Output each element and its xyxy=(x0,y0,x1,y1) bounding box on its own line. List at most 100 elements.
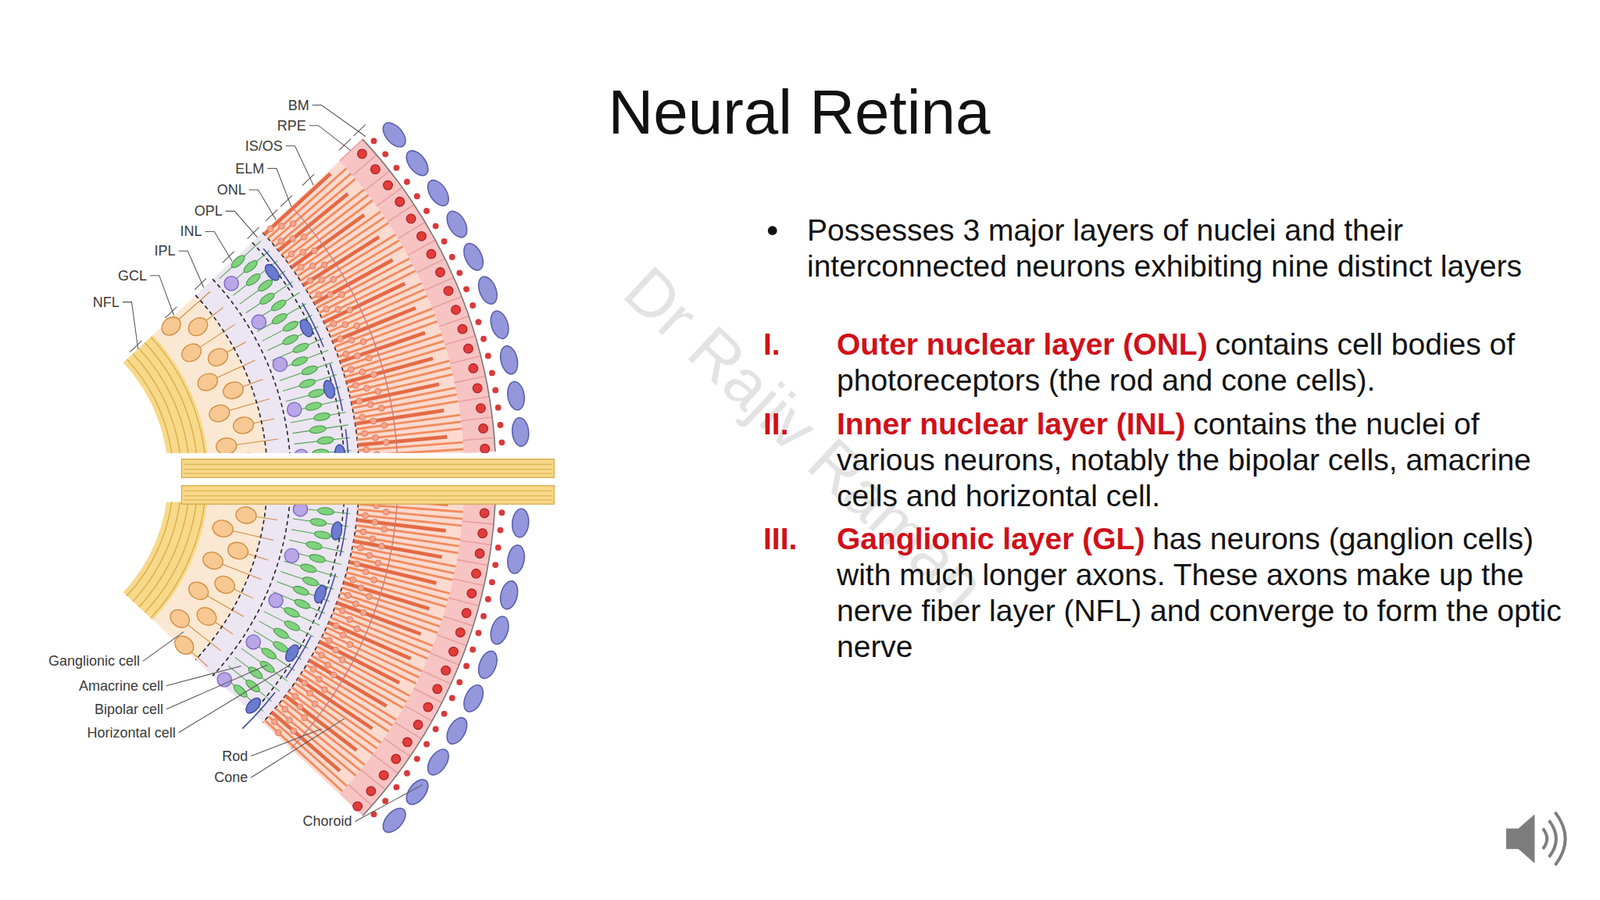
choroid-vessel xyxy=(460,240,487,274)
photoreceptor-nucleus xyxy=(297,264,304,271)
blood-cell xyxy=(480,613,487,620)
layer-label: IS/OS xyxy=(245,137,283,154)
cell-label: Horizontal cell xyxy=(87,724,176,741)
photoreceptor-nucleus xyxy=(353,322,361,329)
rod-cell xyxy=(264,720,343,792)
choroid-vessel xyxy=(378,118,411,151)
bipolar-process xyxy=(264,611,315,638)
horizontal-process xyxy=(242,692,275,729)
bipolar-cell xyxy=(301,575,320,588)
photoreceptor-nucleus xyxy=(300,233,308,240)
amacrine-cell xyxy=(284,548,299,563)
photoreceptor-nucleus xyxy=(382,508,390,515)
dendrite xyxy=(253,418,275,424)
choroid-vessel xyxy=(475,648,501,682)
rpe-nucleus xyxy=(366,786,376,797)
horizontal-cell xyxy=(282,642,301,665)
nerve-fiber xyxy=(183,490,553,492)
photoreceptor-nucleus xyxy=(354,353,361,360)
ganglion-cell xyxy=(221,378,247,402)
photoreceptor-nucleus xyxy=(370,417,377,425)
bullet-text: Possesses 3 major layers of nuclei and t… xyxy=(807,212,1558,285)
horizontal-cell xyxy=(242,695,263,716)
choroid-vessel xyxy=(505,543,526,575)
choroid-vessel xyxy=(423,745,453,779)
photoreceptor-nucleus xyxy=(316,676,323,683)
photoreceptor-nucleus xyxy=(348,336,355,343)
cone-cell xyxy=(336,603,422,635)
rod-cell xyxy=(347,360,450,388)
cell-label: Bipolar cell xyxy=(94,700,164,718)
photoreceptor-nucleus xyxy=(378,405,385,412)
list-item: Ganglionic layer (GL)has neurons (gangli… xyxy=(836,521,1572,665)
ganglion-cell xyxy=(195,370,221,394)
choroid-vessel xyxy=(475,274,501,308)
photoreceptor-nucleus xyxy=(366,552,373,559)
bipolar-cell xyxy=(269,298,288,314)
dendrite xyxy=(200,324,236,347)
bipolar-cell xyxy=(298,378,317,390)
photoreceptor-nucleus xyxy=(339,657,346,664)
rpe-nucleus xyxy=(435,267,446,278)
bracket-tick xyxy=(302,174,315,186)
sound-wave xyxy=(1555,812,1566,866)
amacrine-cell xyxy=(217,672,232,687)
photoreceptor-nucleus xyxy=(330,671,337,679)
rpe-nucleus xyxy=(353,801,363,811)
nerve-fiber xyxy=(183,495,553,497)
photoreceptor-nucleus xyxy=(378,542,386,550)
choroid-vessel xyxy=(442,207,472,241)
bipolar-cell xyxy=(258,291,276,307)
blood-cell xyxy=(480,335,487,343)
photoreceptor-nucleus xyxy=(325,661,332,668)
blood-cell xyxy=(392,784,400,791)
nerve-fiber xyxy=(183,468,553,470)
rpe-nucleus xyxy=(457,324,468,334)
rpe-nucleus xyxy=(472,383,483,393)
blood-cell xyxy=(441,710,448,718)
photoreceptor-nucleus xyxy=(278,238,285,245)
photoreceptor-nucleus xyxy=(360,528,367,536)
ganglion-cell xyxy=(193,603,220,629)
rpe-nucleus xyxy=(464,343,474,354)
layer-boundary xyxy=(212,492,290,676)
layer-label: INL xyxy=(180,223,203,240)
photoreceptor-nucleus xyxy=(371,519,379,526)
rpe-nucleus xyxy=(455,628,465,638)
choroid-vessel xyxy=(487,614,512,647)
bullet-dot xyxy=(767,225,778,236)
blood-cell xyxy=(456,678,463,686)
photoreceptor-nucleus xyxy=(360,609,367,616)
amacrine-cell xyxy=(224,276,239,291)
blood-cell xyxy=(463,663,470,670)
horizontal-process xyxy=(339,507,348,557)
photoreceptor-nucleus xyxy=(307,689,314,697)
list-item: Outer nuclear layer (ONL)contains cell b… xyxy=(836,326,1572,399)
photoreceptor-nucleus xyxy=(332,646,340,654)
photoreceptor-nucleus xyxy=(381,525,388,533)
rod-cell xyxy=(356,421,461,435)
rpe-nucleus xyxy=(471,568,482,579)
horizontal-cell xyxy=(330,521,344,541)
blood-cell xyxy=(485,353,492,360)
bipolar-cell xyxy=(317,507,335,516)
photoreceptor-nucleus xyxy=(332,622,340,629)
leader-line xyxy=(250,718,344,778)
dendrite xyxy=(256,516,278,520)
bracket-tick xyxy=(339,139,351,151)
bipolar-process xyxy=(246,282,293,314)
blood-cell xyxy=(432,725,440,733)
cone-cell xyxy=(271,712,340,772)
rod-cell xyxy=(314,650,407,702)
blood-cell xyxy=(414,755,421,762)
photoreceptor-nucleus xyxy=(362,568,369,575)
photoreceptor-nucleus xyxy=(267,225,274,233)
retina-sector xyxy=(123,108,541,478)
dendrite xyxy=(228,398,269,411)
rod-cell xyxy=(342,587,443,620)
ganglion-cell xyxy=(157,313,184,340)
photoreceptor-nucleus xyxy=(330,320,337,327)
photoreceptor-nucleus xyxy=(375,388,382,395)
horizontal-cell xyxy=(321,378,337,400)
nerve-fiber xyxy=(183,473,553,475)
